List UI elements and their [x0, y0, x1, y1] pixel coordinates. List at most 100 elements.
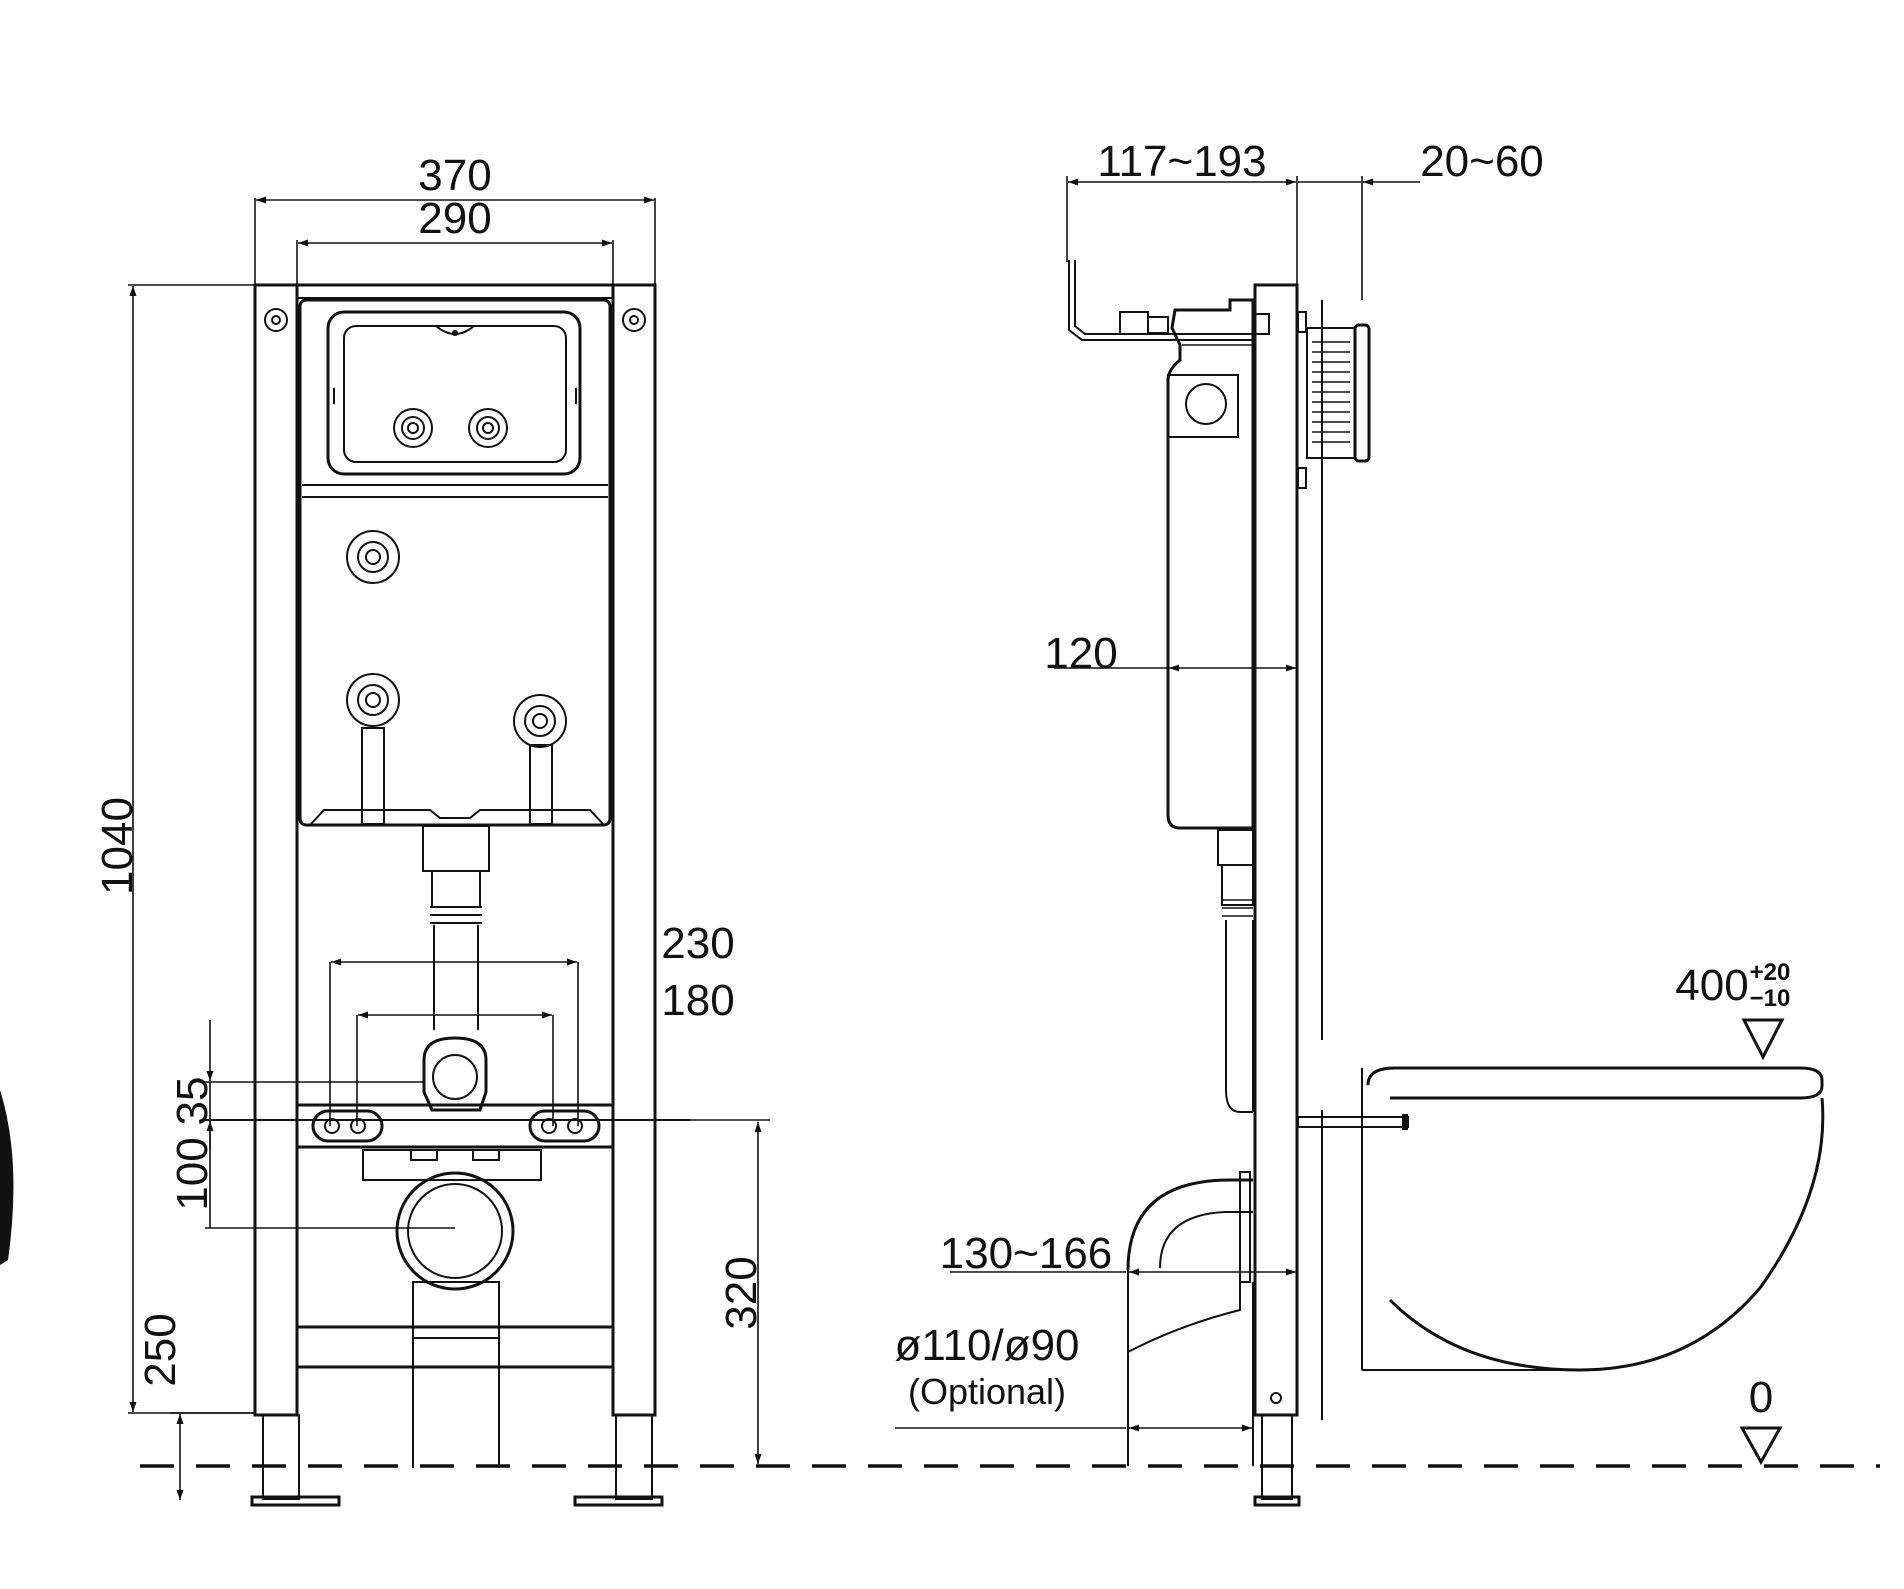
edge-artifact [0, 1090, 14, 1265]
bolt-right-2 [567, 1118, 583, 1134]
drain-bracket [362, 1149, 542, 1181]
valve-left-inner [401, 416, 425, 440]
inlet-port-upper-core [365, 549, 381, 565]
valve-left-core [407, 422, 419, 434]
inlet-port-lower-left-inner [357, 684, 389, 716]
cistern-side-valve-hole [1185, 383, 1227, 425]
inlet-port-lower-right [513, 694, 567, 748]
bracket-nut [1254, 313, 1270, 335]
front-view: 370 290 1040 250 230 180 35 100 [93, 151, 770, 1507]
drain-sleeve [412, 1281, 500, 1339]
drain-bend-flange [1239, 1171, 1251, 1283]
left-upright [253, 283, 299, 1417]
side-flush-rings [1222, 899, 1253, 917]
dim-290-label: 290 [418, 194, 491, 243]
dim-250-label: 250 [136, 1313, 185, 1386]
inlet-port-lower-left-core [365, 692, 381, 708]
inlet-port-upper-inner [357, 541, 389, 573]
floor-level-label: 0 [1749, 1373, 1773, 1422]
bolt-slot-left [311, 1109, 384, 1143]
rib-right [529, 744, 553, 825]
drain-bracket-tab-left [410, 1149, 438, 1161]
cistern-bottom-profile [309, 809, 605, 826]
flush-bend [422, 1036, 488, 1112]
drain-bend-curve [1127, 1280, 1241, 1353]
flush-outlet [422, 825, 490, 872]
drain-bend-outer [1126, 1178, 1253, 1271]
drain-bend-inner [1159, 1211, 1253, 1269]
foot-right-plate [573, 1495, 664, 1507]
bottom-bar [295, 1325, 615, 1369]
flush-plate-body [1306, 327, 1356, 459]
notch-dot [452, 330, 458, 336]
seat-tol-minus: −10 [1750, 985, 1791, 1012]
floor-level-marker [1739, 1426, 1783, 1466]
service-opening [326, 310, 582, 476]
side-flush-outlet [1217, 829, 1254, 866]
service-opening-inner [343, 325, 567, 463]
mount-hole-right-inner [629, 315, 639, 325]
bolt-plate [295, 1103, 615, 1149]
mount-hole-left [264, 308, 288, 332]
dim-180-label: 180 [661, 976, 734, 1025]
dim-100-label: 100 [168, 1137, 217, 1210]
inlet-port-lower-left [346, 673, 400, 727]
foot-left-leg [262, 1414, 300, 1500]
bracket-clamp-2 [1147, 316, 1169, 334]
bolt-left-2 [350, 1118, 366, 1134]
foot-left-plate [250, 1495, 341, 1507]
mount-hole-right [622, 308, 646, 332]
valve-right-core [482, 422, 494, 434]
dim-320-label: 320 [717, 1256, 766, 1329]
dim-230-label: 230 [661, 919, 734, 968]
seat-tol-plus: +20 [1750, 959, 1791, 986]
drain-bend-lower [1127, 1270, 1254, 1466]
drain-outer [395, 1171, 515, 1291]
inlet-port-upper [346, 530, 400, 584]
right-upright [611, 283, 657, 1417]
seat-height-label: 400 [1675, 961, 1748, 1010]
bracket-clamp [1119, 311, 1149, 335]
side-foot-leg [1261, 1414, 1293, 1500]
drain-housing [412, 1282, 500, 1468]
wall-bracket [1068, 260, 1255, 341]
inlet-port-lower-right-inner [524, 705, 556, 737]
bolt-right-1 [541, 1118, 557, 1134]
flush-outlet-neck [431, 870, 481, 908]
frame-post [1253, 283, 1299, 1417]
flush-bend-opening [432, 1054, 478, 1100]
cistern-side-valve [1167, 374, 1239, 438]
toilet-seat [1366, 1066, 1824, 1100]
side-foot-plate [1253, 1495, 1301, 1507]
flush-plate-face [1353, 323, 1371, 463]
flush-plate-ribs [1312, 341, 1350, 443]
dim-370-label: 370 [418, 151, 491, 200]
inlet-port-lower-right-core [532, 713, 548, 729]
drain-inner [407, 1183, 503, 1279]
connector-pipe-end [1402, 1114, 1408, 1130]
dim-130-label: 130~166 [940, 1229, 1113, 1278]
flush-plate-clip-bottom [1297, 467, 1307, 489]
frame-post-hole [1270, 1392, 1282, 1404]
flush-plate-clip-top [1297, 311, 1307, 333]
valve-right-inner [476, 416, 500, 440]
dim-1040-label: 1040 [93, 797, 142, 895]
dim-35-label: 35 [168, 1077, 217, 1126]
dim-120-label: 120 [1044, 629, 1117, 678]
dim-20-label: 20~60 [1420, 137, 1544, 186]
side-flush-pipe [1225, 920, 1254, 1113]
side-view: 400 +20 −10 0 117~193 20~60 120 130~166 … [894, 137, 1825, 1507]
side-flush-neck [1221, 864, 1254, 906]
seat-level-marker [1741, 1018, 1785, 1061]
dim-dia-label: ø110/ø90 [894, 1321, 1079, 1370]
drain-bracket-tab-right [472, 1149, 500, 1161]
dim-dia-note: (Optional) [908, 1371, 1066, 1412]
cistern-side [1166, 298, 1255, 830]
toilet-bowl [1388, 1097, 1825, 1372]
dim-117-label: 117~193 [1097, 137, 1266, 186]
bolt-slot-right [528, 1109, 601, 1143]
connector-pipe [1297, 1116, 1409, 1128]
valve-left-outer [393, 408, 433, 448]
cistern [298, 298, 612, 827]
